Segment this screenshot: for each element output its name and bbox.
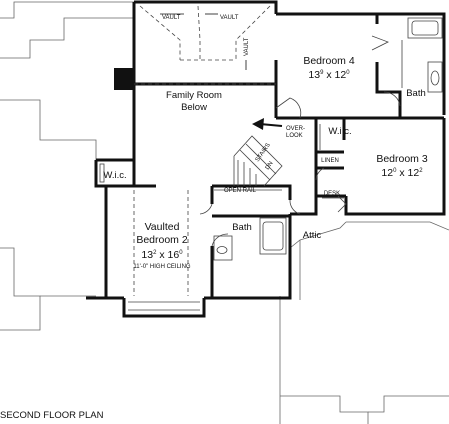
bedroom3-dims: 120 x 122 — [381, 167, 423, 179]
vault-label-3: VAULT — [244, 37, 250, 56]
bath-lower-label: Bath — [232, 222, 252, 233]
bedroom2-vaulted-label: Vaulted — [145, 221, 180, 233]
vault-label-2: VAULT — [220, 15, 239, 21]
bath-upper-label: Bath — [406, 88, 426, 99]
wic-left-label: W.i.c. — [103, 170, 126, 181]
bedroom2-dims: 132 x 160 — [141, 249, 183, 261]
attic-label: Attic — [303, 230, 322, 241]
wic-right-label: W.i.c. — [328, 126, 351, 137]
family-room-below-label: Below — [181, 102, 207, 113]
bedroom4-label: Bedroom 4 — [303, 55, 355, 67]
bedroom3-label: Bedroom 3 — [376, 153, 428, 165]
vault-lines — [133, 5, 276, 296]
labels: VAULT VAULT VAULT Family Room Below Bedr… — [0, 13, 428, 421]
overlook-label-2: LOOK — [286, 133, 303, 139]
family-room-label: Family Room — [166, 90, 222, 101]
overlook-label-1: OVER- — [286, 126, 305, 132]
fixtures — [99, 17, 443, 311]
bedroom2-label: Bedroom 2 — [136, 234, 188, 246]
dn-label: DN — [265, 161, 275, 172]
vault-label-1: VAULT — [162, 15, 181, 21]
chimney — [114, 68, 134, 90]
open-rail-label: OPEN RAIL — [224, 188, 257, 194]
stairs — [233, 135, 283, 187]
bedroom4-dims: 139 x 120 — [308, 69, 350, 81]
desk-label: DESK — [324, 191, 340, 197]
linen-label: LINEN — [321, 158, 339, 164]
plan-title: SECOND FLOOR PLAN — [0, 410, 104, 421]
overlook-arrow — [252, 118, 283, 130]
doors — [199, 35, 401, 247]
bedroom2-ceiling-note: 11'-0" HIGH CEILING — [133, 264, 191, 270]
